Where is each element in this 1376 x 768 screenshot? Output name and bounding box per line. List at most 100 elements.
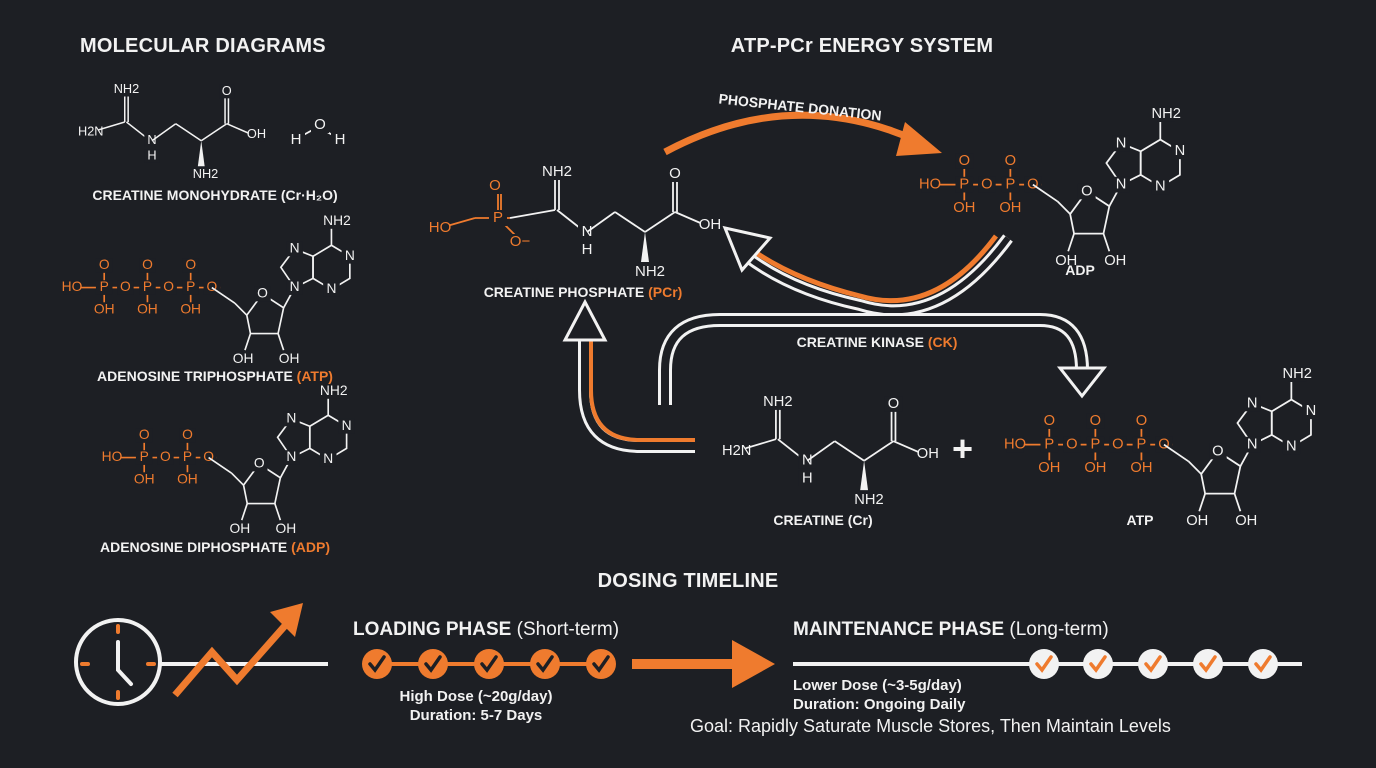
- creatine-kinase-label: CREATINE KINASE (CK): [797, 334, 958, 350]
- atp-label-small: ADENOSINE TRIPHOSPHATE (ATP): [97, 368, 333, 384]
- check-icon: [1035, 655, 1053, 673]
- water-structure: HOH: [287, 116, 349, 148]
- atom-label: O: [1136, 413, 1147, 429]
- atom-label: N: [323, 451, 333, 466]
- check-icon: [368, 655, 386, 673]
- atom-label: OH: [279, 351, 300, 366]
- atom-label: N: [1306, 403, 1317, 419]
- atom-label: N: [1247, 395, 1258, 411]
- atom-label: N: [286, 411, 296, 426]
- atom-label: H: [147, 147, 156, 162]
- maintenance-phase-name: MAINTENANCE PHASE: [793, 619, 1005, 640]
- atom-label: O: [142, 257, 153, 272]
- energy-system-title: ATP-PCr ENERGY SYSTEM: [730, 35, 994, 57]
- atom-label: OH: [1130, 460, 1152, 476]
- adp-label: ADP: [1065, 262, 1095, 278]
- phosphate-donation-arrowhead: [896, 122, 942, 156]
- loading-check: [362, 649, 392, 679]
- atom-label: P: [100, 279, 109, 294]
- kinase-arrow: [658, 313, 1108, 405]
- atom-label: NH2: [635, 263, 665, 280]
- creatine-monohydrate-label: CREATINE MONOHYDRATE (Cr·H₂O): [92, 187, 338, 203]
- atom-label: O: [160, 449, 171, 464]
- check-icon: [536, 655, 554, 673]
- atom-label: N: [1155, 178, 1166, 194]
- creatine-label: CREATINE (Cr): [773, 512, 873, 528]
- atom-label: HO: [429, 219, 452, 236]
- maintenance-check: [1083, 649, 1113, 679]
- atom-label: O: [257, 286, 268, 301]
- atom-label: N: [326, 281, 336, 296]
- regeneration-arrow: [722, 225, 1013, 317]
- loading-check: [586, 649, 616, 679]
- check-icon: [592, 655, 610, 673]
- loading-phase-term: (Short-term): [516, 619, 620, 640]
- atom-label: OH: [917, 446, 939, 462]
- clock-icon: [74, 618, 162, 706]
- adp-label-small: ADENOSINE DIPHOSPHATE (ADP): [100, 539, 330, 555]
- atom-label: NH2: [542, 163, 572, 180]
- atom-label: N: [1247, 437, 1258, 453]
- atom-label: OH: [699, 216, 722, 233]
- pcr-abbr: (PCr): [648, 284, 683, 300]
- maintenance-check: [1138, 649, 1168, 679]
- atom-label: N: [342, 418, 352, 433]
- atom-label: O: [1212, 443, 1223, 459]
- atom-label: NH2: [114, 81, 140, 96]
- atom-label: P: [493, 209, 503, 226]
- atom-label: HO: [62, 279, 83, 294]
- atom-label: O: [1112, 437, 1123, 453]
- atom-label: OH: [233, 351, 254, 366]
- atom-label: O−: [510, 233, 531, 250]
- atom-label: O: [185, 257, 196, 272]
- atom-label: H2N: [78, 124, 104, 139]
- creatine-recycle-arrow: [562, 298, 695, 453]
- atom-label: HO: [102, 449, 123, 464]
- atom-label: H: [582, 241, 593, 258]
- atom-label: H: [802, 470, 813, 486]
- atom-label: OH: [1038, 460, 1060, 476]
- atom-label: P: [143, 279, 152, 294]
- atom-label: N: [290, 279, 300, 294]
- atom-label: OH: [999, 200, 1021, 216]
- atom-label: P: [183, 449, 192, 464]
- loading-check: [418, 649, 448, 679]
- maintenance-phase-details: Lower Dose (~3-5g/day)Duration: Ongoing …: [793, 676, 966, 714]
- adp-name: ADENOSINE DIPHOSPHATE: [100, 539, 292, 555]
- atom-label: OH: [1186, 513, 1208, 529]
- atom-label: P: [1090, 437, 1100, 453]
- arrow-right-icon: [632, 640, 775, 688]
- atom-label: NH2: [193, 166, 219, 181]
- atom-label: HO: [919, 177, 941, 193]
- atom-label: O: [669, 165, 681, 182]
- loading-check: [474, 649, 504, 679]
- atom-label: H: [291, 131, 302, 148]
- atom-label: O: [1005, 153, 1016, 169]
- atom-label: OH: [134, 471, 155, 486]
- atom-label: N: [1116, 135, 1127, 151]
- atom-label: OH: [1104, 253, 1126, 269]
- atom-label: O: [1081, 183, 1092, 199]
- check-icon: [1089, 655, 1107, 673]
- trend-up-arrow-icon: [172, 603, 303, 698]
- atom-label: O: [981, 177, 992, 193]
- atom-label: O: [1044, 413, 1055, 429]
- atom-label: N: [1116, 177, 1127, 193]
- atom-label: OH: [1235, 513, 1257, 529]
- check-icon: [424, 655, 442, 673]
- atom-label: O: [254, 456, 265, 471]
- atom-label: N: [1286, 438, 1297, 454]
- atom-label: OH: [953, 200, 975, 216]
- atp-abbr: (ATP): [296, 368, 333, 384]
- adp-abbr: (ADP): [291, 539, 330, 555]
- atom-label: N: [290, 241, 300, 256]
- atom-label: O: [99, 257, 110, 272]
- atom-label: O: [206, 279, 217, 294]
- atp-name: ADENOSINE TRIPHOSPHATE: [97, 368, 297, 384]
- atom-label: HO: [1004, 437, 1026, 453]
